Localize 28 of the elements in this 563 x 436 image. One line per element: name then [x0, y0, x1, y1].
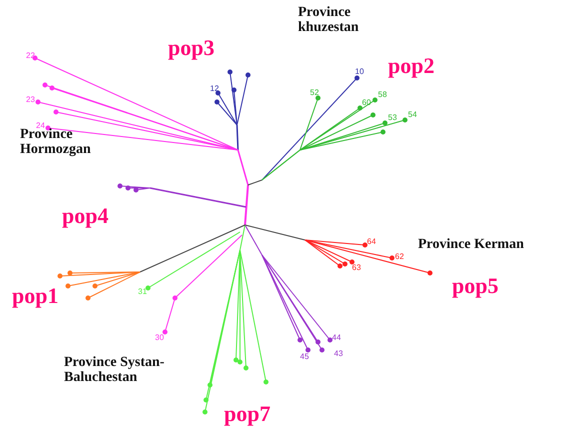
- leaf-number: 23: [26, 96, 35, 104]
- leaf-number: 60: [362, 99, 371, 108]
- leaf-number: 54: [408, 111, 417, 120]
- region-label: Province Hormozgan: [20, 128, 92, 158]
- leaf-number: 64: [367, 238, 376, 246]
- population-label: pop1: [12, 284, 58, 308]
- leaf-number: 63: [352, 264, 361, 272]
- population-label: pop7: [224, 402, 270, 426]
- leaf-number: 24: [36, 122, 45, 130]
- leaf-number: 62: [395, 253, 404, 262]
- leaf-number: 45: [300, 353, 309, 362]
- leaf-number: 10: [355, 68, 364, 76]
- leaf-number: 58: [378, 91, 387, 100]
- leaf-number: 12: [210, 85, 219, 94]
- leaf-number: 22: [26, 52, 35, 60]
- leaf-number: 53: [388, 114, 397, 122]
- leaf-number: 44: [332, 334, 341, 342]
- population-label: pop5: [452, 274, 498, 298]
- region-label: Province khuzestan: [298, 6, 360, 36]
- region-label: Province Systan-Baluchestan: [64, 356, 166, 386]
- leaf-number: 52: [310, 89, 319, 98]
- population-label: pop3: [168, 36, 214, 60]
- population-label: pop4: [62, 204, 108, 228]
- leaf-number: 30: [155, 334, 164, 342]
- leaf-number: 43: [334, 350, 343, 358]
- region-label: Province Kerman: [418, 238, 524, 253]
- leaf-number: 31: [138, 288, 147, 296]
- population-label: pop2: [388, 54, 434, 78]
